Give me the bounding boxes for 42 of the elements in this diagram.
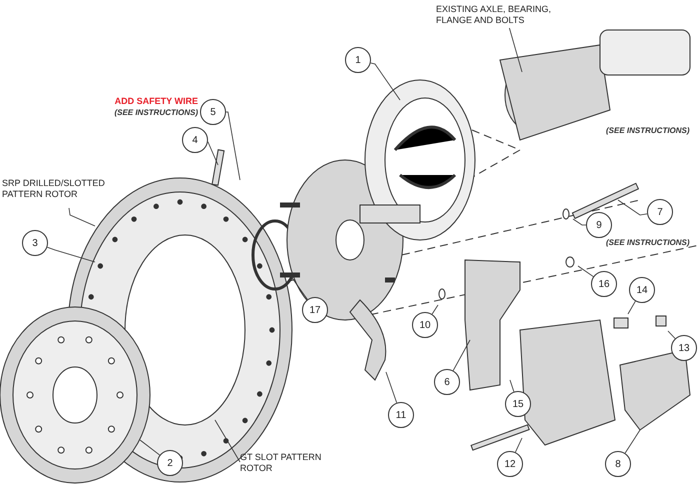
leader-line bbox=[510, 380, 514, 392]
callout-number: 3 bbox=[22, 230, 48, 256]
callout-number: 16 bbox=[591, 271, 617, 297]
leader-line bbox=[624, 430, 640, 454]
leader-line bbox=[668, 330, 676, 339]
note-text: ADD SAFETY WIRE bbox=[114, 96, 198, 106]
leader-line bbox=[578, 266, 594, 277]
callout-number: 14 bbox=[629, 277, 655, 303]
leader-line bbox=[68, 208, 96, 226]
callout-number: 9 bbox=[586, 212, 612, 238]
leader-line bbox=[214, 420, 240, 462]
leader-line bbox=[386, 372, 398, 404]
callout-number: 6 bbox=[434, 369, 460, 395]
part-label: EXISTING AXLE, BEARING, FLANGE AND BOLTS bbox=[436, 4, 576, 26]
leader-line bbox=[226, 112, 240, 180]
leader-line bbox=[452, 340, 470, 371]
callout-number: 17 bbox=[302, 297, 328, 323]
leader-line bbox=[628, 300, 636, 314]
callout-number: 11 bbox=[388, 402, 414, 428]
callout-number: 12 bbox=[497, 451, 523, 477]
part-label: GT SLOT PATTERN ROTOR bbox=[240, 452, 340, 474]
note-text: (SEE INSTRUCTIONS) bbox=[113, 108, 198, 118]
part-label: SRP DRILLED/SLOTTED PATTERN ROTOR bbox=[2, 178, 132, 200]
leader-line bbox=[618, 200, 648, 216]
leader-line bbox=[432, 304, 438, 314]
leader-line bbox=[46, 246, 96, 262]
note-text: (SEE INSTRUCTIONS) bbox=[606, 126, 691, 136]
callout-number: 15 bbox=[505, 391, 531, 417]
leader-line bbox=[509, 28, 522, 72]
leader-line bbox=[140, 440, 160, 456]
callout-number: 10 bbox=[412, 312, 438, 338]
callout-number: 7 bbox=[647, 199, 673, 225]
leader-line bbox=[572, 218, 586, 226]
note-text: (SEE INSTRUCTIONS) bbox=[606, 238, 691, 248]
leader-line bbox=[515, 438, 522, 453]
callout-number: 1 bbox=[345, 47, 371, 73]
callout-number: 4 bbox=[182, 127, 208, 153]
callout-number: 13 bbox=[671, 335, 697, 361]
leader-line bbox=[370, 62, 400, 100]
leader-line bbox=[207, 142, 218, 166]
callout-number: 5 bbox=[200, 99, 226, 125]
callout-number: 8 bbox=[605, 451, 631, 477]
